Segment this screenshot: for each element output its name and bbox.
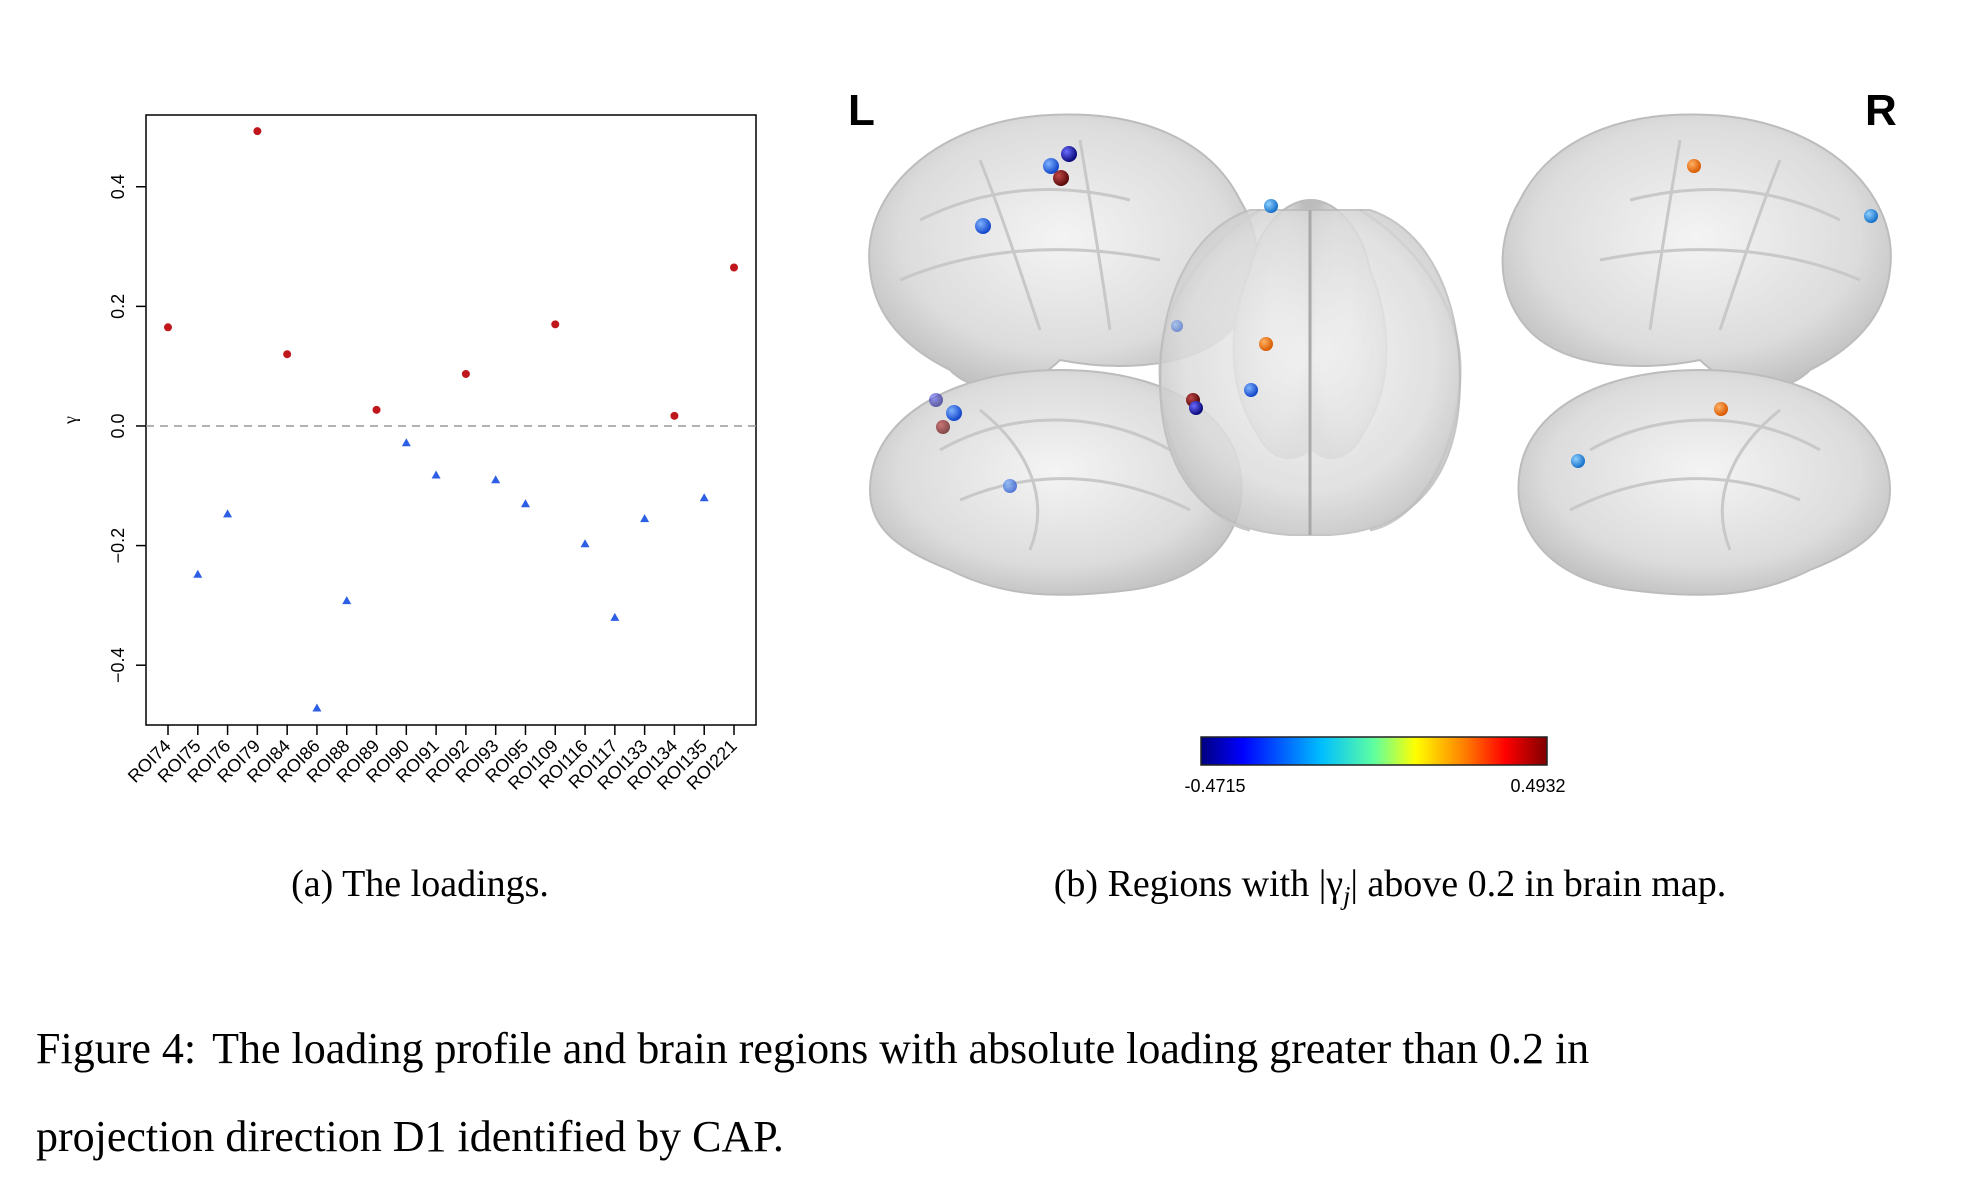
brain-axial	[1158, 198, 1462, 536]
subcaption-b: (b) Regions with |γj| above 0.2 in brain…	[900, 862, 1880, 912]
data-point-negative	[699, 493, 709, 502]
figure-caption-text-1: The loading profile and brain regions wi…	[212, 1024, 1590, 1073]
data-point-negative	[610, 612, 620, 621]
data-point-positive	[730, 263, 738, 272]
data-point-negative	[223, 509, 233, 518]
brain-node	[1714, 402, 1728, 416]
brain-node	[946, 405, 962, 421]
data-point-negative	[580, 539, 590, 548]
brain-node	[1043, 158, 1059, 174]
figure-label: Figure 4:	[36, 1024, 197, 1073]
data-point-negative	[640, 514, 650, 523]
brain-map-figure: L R -0.4715 0.4932	[848, 86, 1897, 796]
data-point-negative	[431, 470, 441, 479]
colorbar	[1200, 736, 1548, 766]
colorbar-min-label: -0.4715	[1184, 776, 1245, 796]
data-point-positive	[283, 350, 292, 359]
brain-map-panel: L R -0.4715 0.4932	[830, 70, 1930, 830]
brain-node	[975, 218, 991, 234]
data-point-negative	[491, 475, 501, 484]
figure-caption-line-2: projection direction D1 identified by CA…	[36, 1112, 784, 1161]
data-point-negative	[312, 703, 322, 712]
data-point-negative	[401, 438, 411, 447]
data-point-negative	[193, 569, 203, 578]
brain-node	[1189, 401, 1203, 415]
subcaption-a: (a) The loadings.	[291, 863, 549, 905]
brain-right-lateral	[1501, 113, 1892, 390]
brain-node	[1571, 454, 1585, 468]
brain-node	[1864, 209, 1878, 223]
brain-node	[1259, 337, 1273, 351]
brain-node	[1264, 199, 1278, 213]
brain-node	[1053, 170, 1069, 186]
figure-caption: Figure 4: The loading profile and brain r…	[36, 1005, 1946, 1181]
data-point-positive	[670, 411, 679, 420]
colorbar-max-label: 0.4932	[1510, 776, 1565, 796]
y-tick-label: −0.4	[108, 647, 128, 683]
plot-frame	[145, 114, 757, 726]
data-point-negative	[342, 596, 352, 605]
brain-node	[1061, 146, 1077, 162]
brain-node	[1171, 320, 1183, 332]
y-tick-label: 0.4	[108, 174, 128, 199]
subcaption-b-suffix: | above 0.2 in brain map.	[1350, 863, 1727, 905]
y-tick-label: 0.2	[108, 294, 128, 319]
left-hemisphere-label: L	[848, 86, 875, 135]
subcaption-b-subscript: j	[1343, 881, 1351, 911]
y-axis-label: γ	[60, 416, 80, 425]
loadings-scatter-plot: −0.4−0.20.00.20.4γROI74ROI75ROI76ROI79RO…	[60, 114, 757, 794]
y-tick-label: 0.0	[108, 413, 128, 438]
data-point-positive	[551, 320, 560, 329]
data-point-positive	[372, 405, 381, 414]
brain-node	[1687, 159, 1701, 173]
brain-right-medial	[1517, 368, 1892, 596]
brain-node	[929, 393, 943, 407]
brain-node	[1244, 383, 1258, 397]
data-point-positive	[461, 369, 470, 378]
data-point-positive	[253, 127, 262, 136]
subcaption-b-prefix: (b) Regions with |γ	[1053, 863, 1344, 905]
brain-left-lateral	[868, 113, 1259, 390]
data-point-positive	[164, 323, 172, 332]
brain-node	[936, 420, 950, 434]
y-tick-label: −0.2	[108, 528, 128, 564]
right-hemisphere-label: R	[1865, 86, 1897, 135]
brain-node	[1003, 479, 1017, 493]
figure-caption-line-1: Figure 4: The loading profile and brain r…	[36, 1005, 1946, 1093]
data-point-negative	[520, 499, 530, 508]
